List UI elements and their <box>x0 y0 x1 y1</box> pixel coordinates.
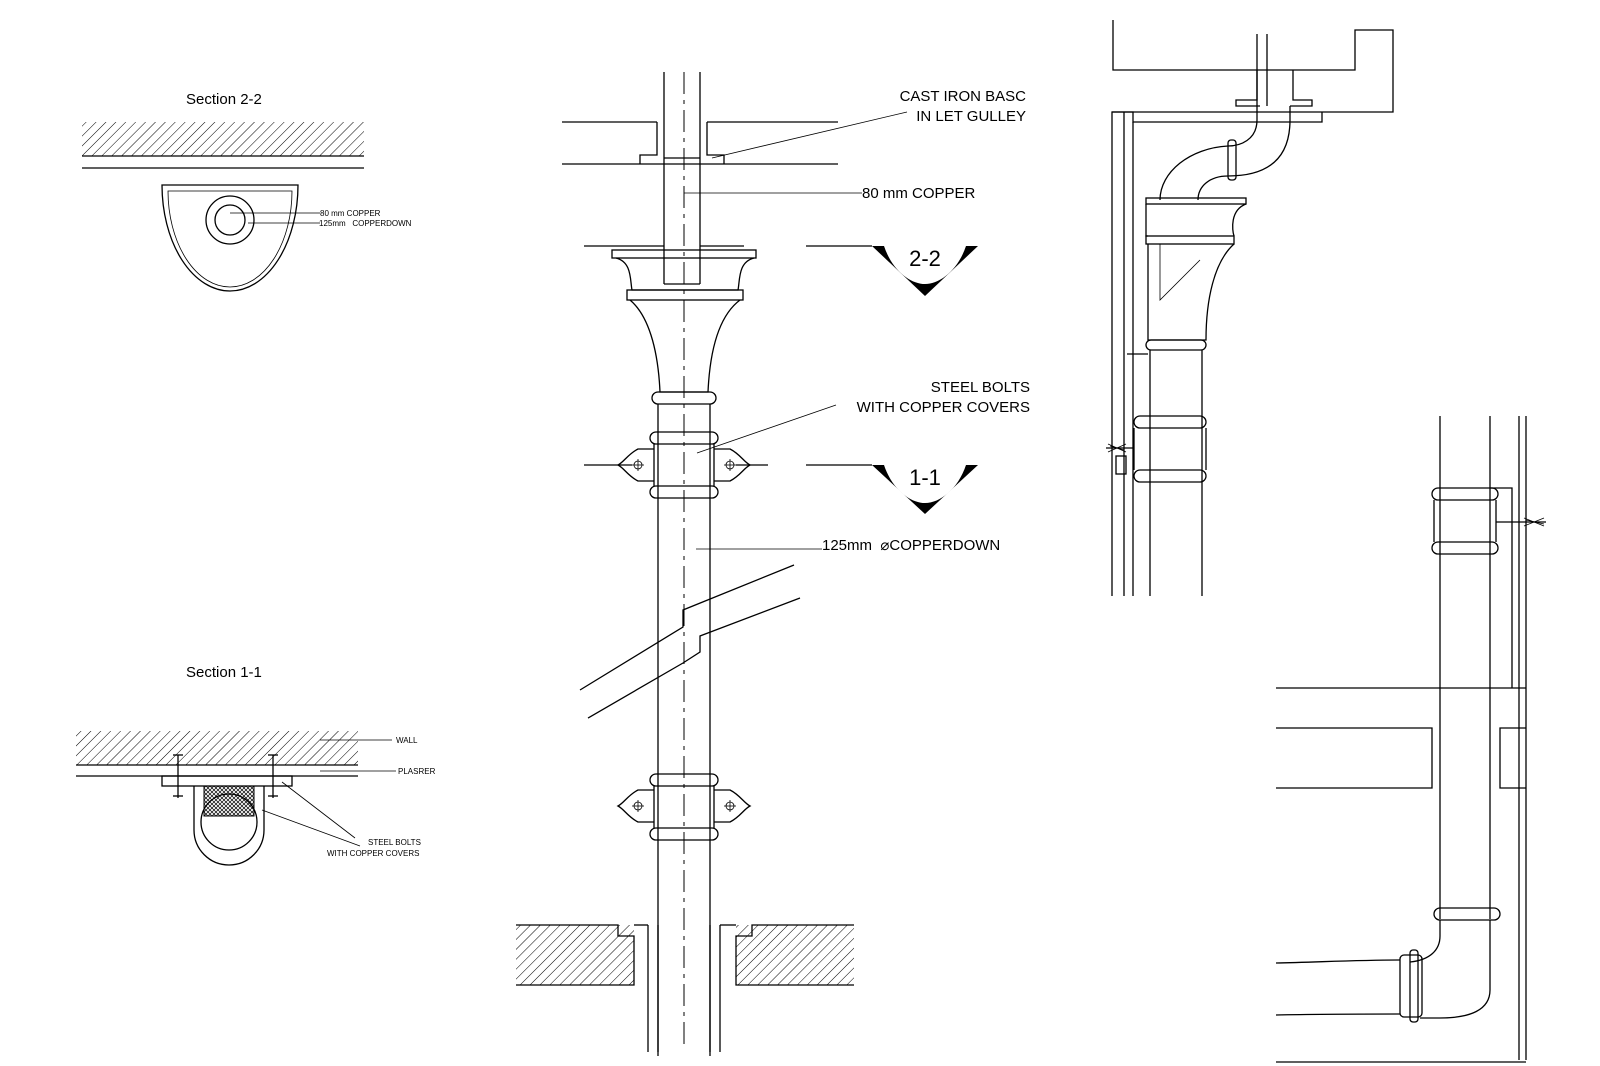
pipe-section-circle <box>200 793 258 851</box>
steel-bolt-left <box>173 754 183 798</box>
pipe-125-circle <box>205 195 255 245</box>
side-elevation-hopper <box>1106 20 1394 596</box>
section-marker-2-2-label: 2-2 <box>909 246 941 271</box>
gulley-slab <box>562 121 838 165</box>
label-steel-bolts-2: WITH COPPER COVERS <box>857 399 1030 416</box>
break-line <box>579 564 801 719</box>
section-1-1-label-plaster: PLASRER <box>398 767 436 776</box>
rainwater-hopper <box>611 249 757 405</box>
wall-fixing <box>1496 517 1546 527</box>
section-1-1-title: Section 1-1 <box>186 664 262 681</box>
side-elevation-shoe <box>1275 416 1546 1063</box>
hopper-plan-inner <box>167 190 293 288</box>
section-1-1-label-bolts-2: WITH COPPER COVERS <box>327 849 419 858</box>
label-cast-iron-2: IN LET GULLEY <box>916 108 1026 125</box>
label-80mm-copper: 80 mm COPPER <box>862 185 976 202</box>
wall-fixing <box>1106 443 1134 453</box>
pipe-clamp-upper <box>584 431 768 499</box>
label-125mm-copperdown: 125mm ⌀COPPERDOWN <box>822 537 1000 554</box>
section-marker-1-1: 1-1 <box>806 464 978 514</box>
clip-bracket <box>193 786 265 866</box>
section-1-1: Section 1-1 WALL PLASRER STEEL BOLTS WIT… <box>76 664 436 866</box>
section-2-2-label-80: 80 mm COPPER <box>320 209 381 218</box>
section-1-1-label-bolts-1: STEEL BOLTS <box>368 838 421 847</box>
label-cast-iron-1: CAST IRON BASC <box>900 88 1027 105</box>
wall-hatch <box>82 122 364 156</box>
ground-slab <box>516 924 854 1052</box>
wall-hatch <box>76 731 358 765</box>
section-marker-2-2: 2-2 <box>584 245 978 296</box>
section-2-2: Section 2-2 80 mm COPPER 125mm COPPERDOW… <box>82 91 412 292</box>
section-2-2-title: Section 2-2 <box>186 91 262 108</box>
packing <box>203 785 255 817</box>
steel-bolt-right <box>268 754 278 798</box>
hopper-plan-outer <box>161 184 299 292</box>
pipe-clamp-lower <box>616 773 752 841</box>
label-steel-bolts-1: STEEL BOLTS <box>931 379 1030 396</box>
section-2-2-label-125: 125mm COPPERDOWN <box>319 219 412 228</box>
pipe-80-circle <box>214 204 246 236</box>
section-marker-1-1-label: 1-1 <box>909 465 941 490</box>
main-elevation: 2-2 1-1 CAST IRON BASC IN LET GULLEY 80 … <box>516 72 1030 1056</box>
section-1-1-label-wall: WALL <box>396 736 418 745</box>
